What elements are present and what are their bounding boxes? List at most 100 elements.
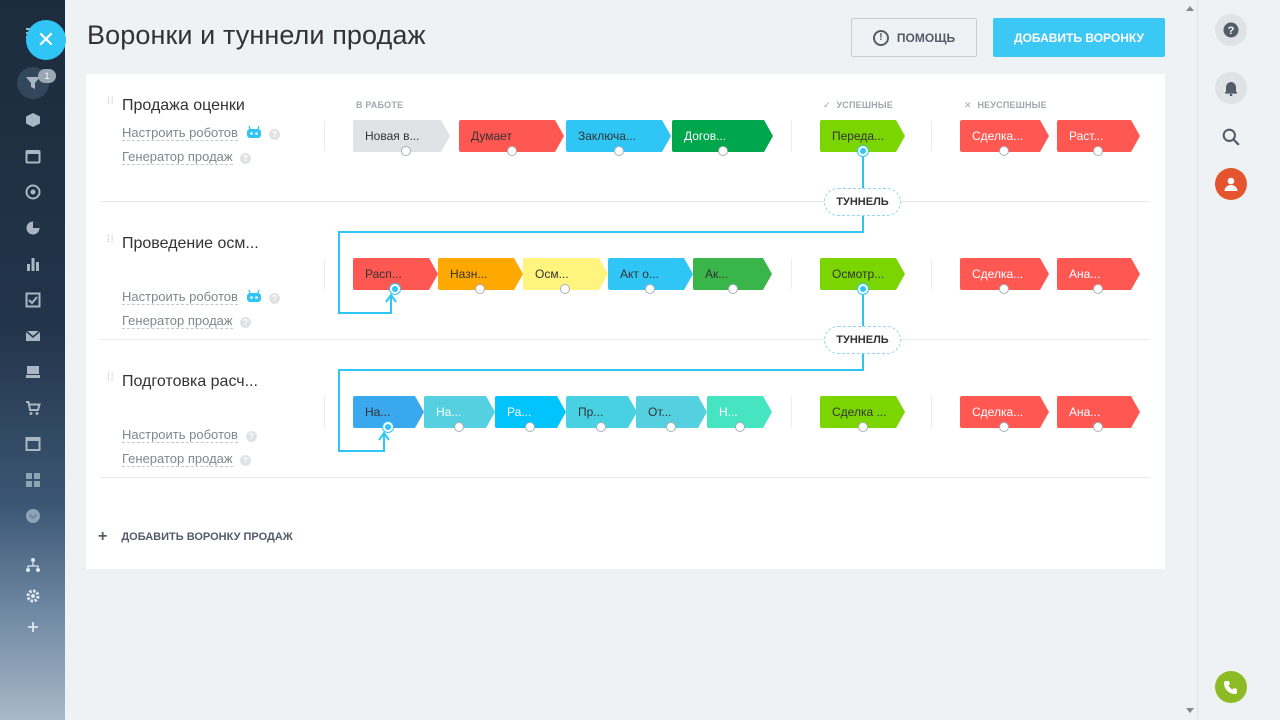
exclamation-icon: ! <box>872 29 889 46</box>
stage-connector-dot[interactable] <box>645 284 655 294</box>
scrollbar[interactable] <box>1183 0 1197 720</box>
mail-icon[interactable] <box>24 327 42 345</box>
sales-generator-link[interactable]: Генератор продаж <box>122 451 233 467</box>
stage-tile[interactable]: Ра... <box>495 396 566 432</box>
stage-tile[interactable]: На... <box>424 396 495 432</box>
drag-handle[interactable]: ⁞⁞ <box>107 372 115 383</box>
stage-connector-dot[interactable] <box>735 422 745 432</box>
calendar-icon[interactable] <box>24 147 42 165</box>
tunnel-anchor-dot[interactable] <box>858 284 868 294</box>
stage-connector-dot[interactable] <box>525 422 535 432</box>
stage-tile[interactable]: Думает <box>459 120 564 156</box>
stage-connector-dot[interactable] <box>560 284 570 294</box>
configure-robots-link[interactable]: Настроить роботов <box>122 289 238 305</box>
chevron-down-icon[interactable] <box>24 507 42 525</box>
stage-tile[interactable]: Ана... <box>1057 396 1140 432</box>
stage-tile[interactable]: Акт о... <box>608 258 693 294</box>
stage-tile[interactable]: Пр... <box>566 396 637 432</box>
stage-tile[interactable]: Заключа... <box>566 120 671 156</box>
stage-tile[interactable]: Сделка ... <box>820 396 905 432</box>
stage-tile[interactable]: Осмотр... <box>820 258 905 294</box>
tunnel-anchor-dot[interactable] <box>390 284 400 294</box>
stage-connector-dot[interactable] <box>475 284 485 294</box>
tunnel-badge[interactable]: ТУННЕЛЬ <box>824 326 901 354</box>
drag-handle[interactable]: ⁞⁞ <box>107 96 115 107</box>
pie-icon[interactable] <box>24 219 42 237</box>
stage-arrow-tip <box>896 258 905 290</box>
plus-icon[interactable] <box>24 618 42 636</box>
stage-connector-dot[interactable] <box>1093 284 1103 294</box>
drag-handle[interactable]: ⁞⁞ <box>107 234 115 245</box>
column-divider <box>931 121 932 151</box>
funnel-title[interactable]: Продажа оценки <box>122 97 245 114</box>
stage-tile[interactable]: Ана... <box>1057 258 1140 294</box>
help-hint-icon[interactable]: ? <box>240 317 251 328</box>
stage-tile[interactable]: Сделка... <box>960 258 1049 294</box>
gear-icon[interactable] <box>24 587 42 605</box>
stage-tile[interactable]: Сделка... <box>960 120 1049 156</box>
stage-tile[interactable]: Догов... <box>672 120 773 156</box>
help-hint-icon[interactable]: ? <box>269 293 280 304</box>
tunnel-anchor-dot[interactable] <box>383 422 393 432</box>
phone-icon[interactable] <box>1215 671 1247 703</box>
bar-chart-icon[interactable] <box>24 255 42 273</box>
stage-connector-dot[interactable] <box>728 284 738 294</box>
stage-tile[interactable]: Ак... <box>693 258 772 294</box>
scroll-up-arrow[interactable] <box>1186 6 1194 11</box>
stage-tile[interactable]: На... <box>353 396 424 432</box>
help-hint-icon[interactable]: ? <box>246 431 257 442</box>
stage-connector-dot[interactable] <box>596 422 606 432</box>
stage-connector-dot[interactable] <box>999 422 1009 432</box>
stage-connector-dot[interactable] <box>1093 422 1103 432</box>
cart-icon[interactable] <box>24 399 42 417</box>
help-hint-icon[interactable]: ? <box>269 129 280 140</box>
checkbox-icon[interactable] <box>24 291 42 309</box>
stage-tile[interactable]: Сделка... <box>960 396 1049 432</box>
stage-tile[interactable]: Переда... <box>820 120 905 156</box>
tunnel-anchor-dot[interactable] <box>858 146 868 156</box>
help-icon[interactable]: ? <box>1215 14 1247 46</box>
window-icon[interactable] <box>24 435 42 453</box>
inbox-icon[interactable] <box>24 363 42 381</box>
sales-generator-link[interactable]: Генератор продаж <box>122 313 233 329</box>
configure-robots-link[interactable]: Настроить роботов <box>122 125 238 141</box>
stage-tile[interactable]: Н... <box>707 396 772 432</box>
stage-connector-dot[interactable] <box>507 146 517 156</box>
help-hint-icon[interactable]: ? <box>240 153 251 164</box>
bell-icon[interactable] <box>1215 72 1247 104</box>
sitemap-icon[interactable] <box>24 556 42 574</box>
help-hint-icon[interactable]: ? <box>240 455 251 466</box>
add-sales-funnel-link[interactable]: + ДОБАВИТЬ ВОРОНКУ ПРОДАЖ <box>98 528 293 545</box>
sales-generator-link[interactable]: Генератор продаж <box>122 149 233 165</box>
robot-icon <box>247 289 261 302</box>
funnel-title[interactable]: Проведение осм... <box>122 235 259 252</box>
stage-tile[interactable]: Осм... <box>523 258 608 294</box>
stage-connector-dot[interactable] <box>1093 146 1103 156</box>
stage-connector-dot[interactable] <box>666 422 676 432</box>
stage-connector-dot[interactable] <box>718 146 728 156</box>
close-button[interactable]: ✕ <box>26 20 66 60</box>
funnel-title[interactable]: Подготовка расч... <box>122 373 258 390</box>
stage-connector-dot[interactable] <box>999 146 1009 156</box>
stage-tile[interactable]: Новая в... <box>353 120 450 156</box>
column-divider <box>324 121 325 151</box>
stage-tile[interactable]: Расп... <box>353 258 438 294</box>
stage-connector-dot[interactable] <box>454 422 464 432</box>
add-funnel-button[interactable]: ДОБАВИТЬ ВОРОНКУ <box>993 18 1165 57</box>
target-icon[interactable] <box>24 183 42 201</box>
help-button[interactable]: ! ПОМОЩЬ <box>851 18 977 57</box>
configure-robots-link[interactable]: Настроить роботов <box>122 427 238 443</box>
stage-tile[interactable]: Раст... <box>1057 120 1140 156</box>
tunnel-badge[interactable]: ТУННЕЛЬ <box>824 188 901 216</box>
user-icon[interactable] <box>1215 168 1247 200</box>
stage-connector-dot[interactable] <box>999 284 1009 294</box>
stage-connector-dot[interactable] <box>614 146 624 156</box>
stage-tile[interactable]: От... <box>636 396 707 432</box>
stage-connector-dot[interactable] <box>858 422 868 432</box>
stage-tile[interactable]: Назн... <box>438 258 523 294</box>
grid-icon[interactable] <box>24 471 42 489</box>
search-icon[interactable] <box>1215 121 1247 153</box>
stage-connector-dot[interactable] <box>401 146 411 156</box>
scroll-down-arrow[interactable] <box>1186 708 1194 713</box>
cube-icon[interactable] <box>24 111 42 129</box>
